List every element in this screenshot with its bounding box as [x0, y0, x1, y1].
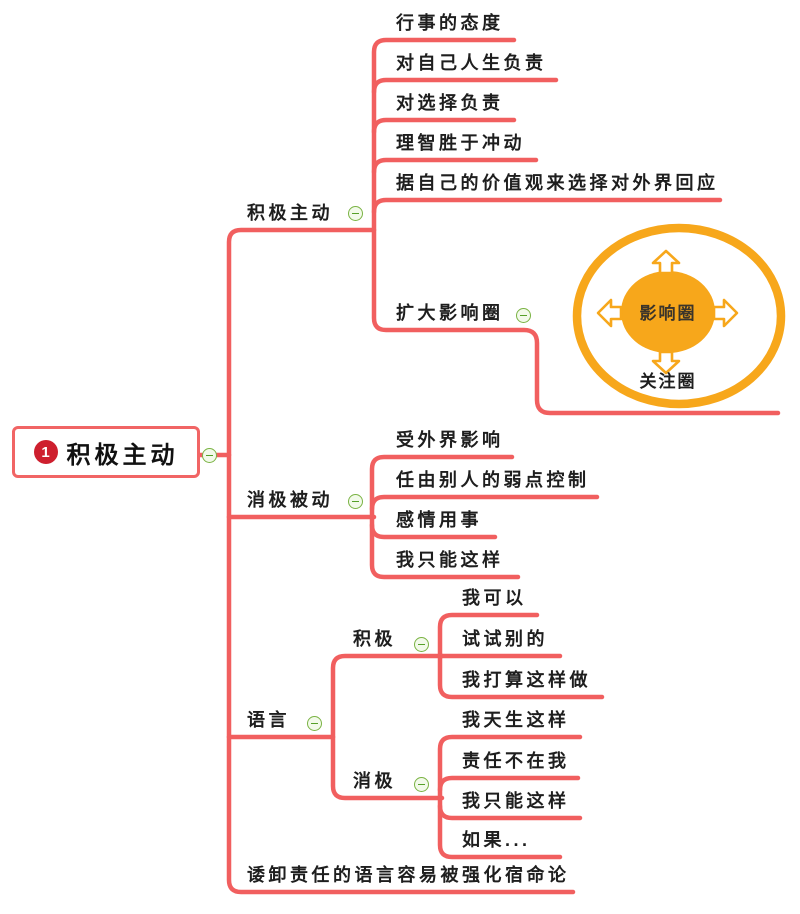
- collapse-icon-negative[interactable]: [414, 777, 429, 792]
- topic-positive[interactable]: 积极: [353, 629, 396, 649]
- leaf-line: [369, 522, 498, 540]
- topic-leaf[interactable]: 我天生这样: [462, 710, 570, 730]
- proactive-spine-line: [371, 37, 781, 416]
- arrow-right-icon: [712, 298, 739, 328]
- topic-proactive[interactable]: 积极主动: [247, 203, 333, 223]
- topic-reactive[interactable]: 消极被动: [247, 490, 333, 510]
- leaf-line: [371, 77, 559, 95]
- topic-leaf[interactable]: 试试别的: [462, 629, 548, 649]
- topic-negative[interactable]: 消极: [353, 771, 396, 791]
- influence-circle-label: 影响圈: [640, 303, 697, 323]
- negative-children-spine-line: [437, 734, 583, 860]
- arrow-up-icon: [651, 249, 681, 275]
- topic-leaf[interactable]: 我只能这样: [462, 791, 570, 811]
- topic-leaf[interactable]: 对选择负责: [396, 93, 504, 113]
- influence-circle-fill: [621, 271, 715, 353]
- topic-leaf[interactable]: 我可以: [462, 588, 527, 608]
- leaf-line: [437, 775, 581, 793]
- arrow-left-icon: [596, 298, 623, 328]
- root-topic-label: 积极主动: [66, 441, 179, 469]
- leaf-line: [371, 117, 517, 135]
- concern-circle-label: 关注圈: [640, 371, 697, 391]
- topic-leaf[interactable]: 受外界影响: [396, 430, 504, 450]
- topic-fatalism-note[interactable]: 诿卸责任的语言容易被强化宿命论: [247, 865, 570, 885]
- root-topic[interactable]: 1 积极主动: [12, 426, 200, 478]
- collapse-icon-reactive[interactable]: [348, 494, 363, 509]
- minus-glyph: [520, 315, 527, 316]
- topic-leaf[interactable]: 感情用事: [396, 510, 482, 530]
- topic-leaf[interactable]: 据自己的价值观来选择对外界回应: [396, 173, 719, 193]
- priority-1-badge-icon: 1: [33, 440, 58, 464]
- arrow-down-icon: [651, 350, 681, 375]
- topic-leaf[interactable]: 我只能这样: [396, 550, 504, 570]
- topic-leaf[interactable]: 责任不在我: [462, 751, 570, 771]
- minus-glyph: [206, 455, 213, 456]
- minus-glyph: [311, 723, 318, 724]
- topic-language[interactable]: 语言: [247, 710, 290, 730]
- topic-leaf[interactable]: 行事的态度: [396, 13, 504, 33]
- leaf-line: [437, 803, 583, 821]
- minus-glyph: [352, 213, 359, 214]
- topic-leaf[interactable]: 任由别人的弱点控制: [396, 470, 590, 490]
- collapse-icon-positive[interactable]: [414, 637, 429, 652]
- collapse-icon-proactive[interactable]: [348, 206, 363, 221]
- minus-glyph: [418, 644, 425, 645]
- topic-leaf[interactable]: 我打算这样做: [462, 670, 591, 690]
- topic-expand-influence[interactable]: 扩大影响圈: [396, 303, 504, 323]
- influence-diagram[interactable]: 影响圈 关注圈: [572, 223, 786, 409]
- leaf-line: [371, 197, 723, 215]
- topic-leaf[interactable]: 理智胜于冲动: [396, 133, 525, 153]
- collapse-icon-language[interactable]: [307, 716, 322, 731]
- topic-leaf[interactable]: 对自己人生负责: [396, 53, 547, 73]
- collapse-icon-expand-influence[interactable]: [516, 308, 531, 323]
- topic-leaf[interactable]: 如果...: [462, 830, 531, 850]
- minus-glyph: [418, 784, 425, 785]
- language-group-spine-line: [330, 653, 445, 801]
- reactive-spine-line: [369, 454, 521, 580]
- minus-glyph: [352, 501, 359, 502]
- collapse-icon-root[interactable]: [202, 448, 217, 463]
- leaf-line: [369, 494, 600, 512]
- trunk-line: [226, 227, 576, 895]
- leaf-line: [371, 157, 539, 175]
